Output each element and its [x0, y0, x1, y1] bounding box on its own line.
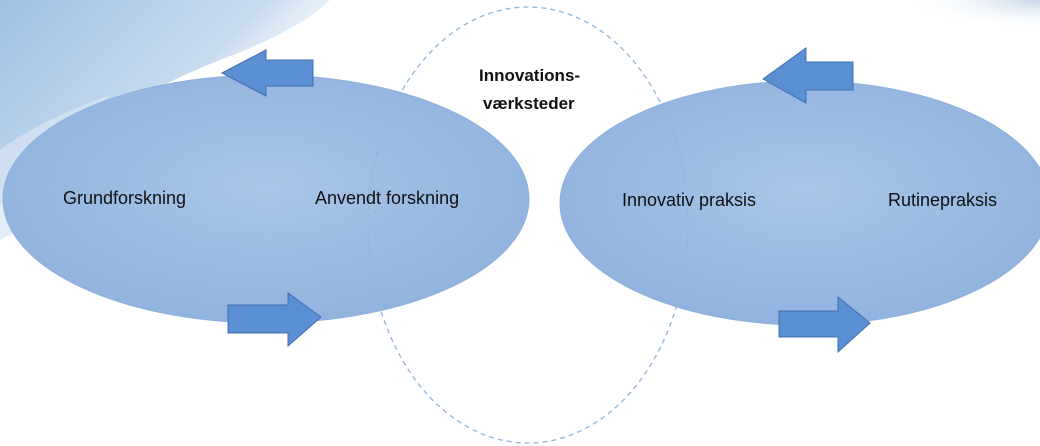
- right-cycle-left-label: Innovativ praksis: [622, 190, 756, 210]
- center-label-line2: værksteder: [483, 94, 575, 113]
- right-cycle-arrow-right-icon: [778, 295, 871, 354]
- center-label-line1: Innovations-: [479, 66, 580, 85]
- right-cycle-right-label: Rutinepraksis: [888, 190, 997, 210]
- left-cycle-arrow-right-icon: [227, 292, 322, 348]
- innovation-workshop-ring: [367, 6, 689, 444]
- background-corner-tint: [900, 0, 1040, 30]
- right-cycle-arrow-left-icon: [762, 47, 854, 104]
- background-swoosh-shape: [0, 0, 330, 205]
- left-cycle-arrow-left-icon: [220, 49, 314, 97]
- left-cycle-left-label: Grundforskning: [63, 188, 186, 208]
- left-cycle-right-label: Anvendt forskning: [315, 188, 459, 208]
